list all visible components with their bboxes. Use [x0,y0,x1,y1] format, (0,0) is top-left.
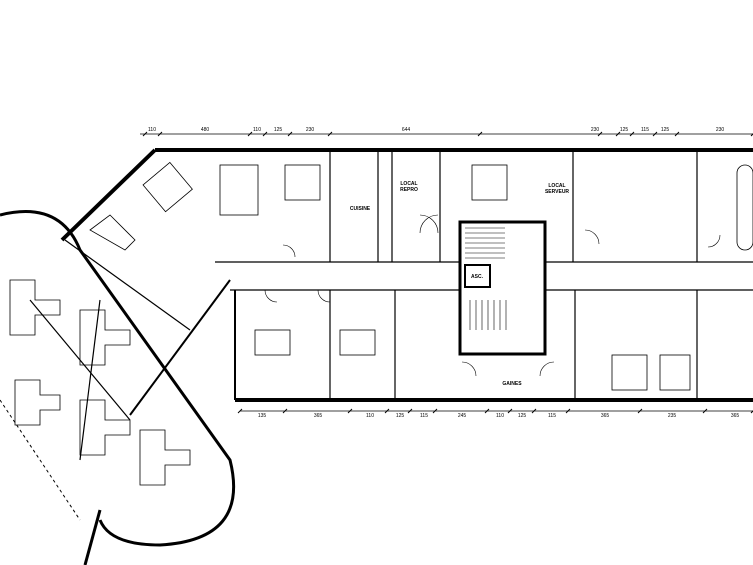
dimension-tick [287,131,293,137]
elevator-shaft [464,264,491,288]
dim-top-6: 230 [591,127,600,133]
dimension-tick [531,408,537,414]
dimension-tick [262,131,268,137]
dimension-tick [432,408,438,414]
dimension-tick [565,408,571,414]
dimension-tick [327,131,333,137]
dimension-tick [237,408,243,414]
dim-bottom-11: 365 [731,413,740,419]
dim-bottom-1: 365 [314,413,323,419]
dim-bottom-0: 135 [258,413,267,419]
room-label-elevator: ASC. [471,274,484,280]
interior-walls [29,150,753,461]
top-dimension-chain: 110 480 110 125 230 644 230 125 115 125 … [140,127,753,137]
dim-top-1: 480 [201,127,210,133]
dimension-tick [484,408,490,414]
dim-bottom-9: 365 [601,413,610,419]
dim-bottom-3: 125 [396,413,405,419]
dimension-tick [282,408,288,414]
dimension-tick [615,131,621,137]
dimension-tick [142,131,148,137]
dimension-tick [750,410,753,414]
room-label-local-serveur-line1: LOCAL [548,183,565,189]
room-label-local-repro-line1: LOCAL [400,181,417,187]
dim-top-0: 110 [148,127,156,133]
dim-bottom-4: 115 [420,413,428,419]
dimension-tick [477,131,483,137]
dimension-tick [629,131,635,137]
dim-top-4: 230 [306,127,315,133]
exterior-walls [0,148,753,565]
dimension-tick [347,408,353,414]
dimension-tick [637,408,643,414]
dimension-tick [507,408,513,414]
dim-bottom-6: 110 [496,413,504,419]
dimension-tick [157,131,163,137]
dim-top-5: 644 [402,127,411,133]
stair-core: ASC. GAINES [458,220,547,387]
dimension-tick [750,133,753,137]
dimension-tick [407,408,413,414]
dimension-tick [652,131,658,137]
bottom-dimension-chain: 135 365 110 125 115 245 110 125 115 365 … [237,408,753,419]
room-label-cuisine: CUISINE [350,206,371,212]
dim-bottom-8: 115 [548,413,556,419]
room-label-shafts: GAINES [502,381,522,387]
dimension-tick [247,131,253,137]
dimension-tick [384,408,390,414]
room-label-local-serveur-line2: SERVEUR [545,189,569,195]
dim-bottom-5: 245 [458,413,467,419]
dim-bottom-2: 110 [366,413,374,419]
dim-bottom-10: 235 [668,413,677,419]
dim-top-2: 110 [253,127,261,133]
room-label-local-repro-line2: REPRO [400,187,418,193]
dim-top-10: 230 [716,127,725,133]
dim-top-9: 125 [661,127,670,133]
dimension-tick [702,408,708,414]
dim-bottom-7: 125 [518,413,527,419]
dimension-tick [674,131,680,137]
dim-top-8: 115 [641,127,649,133]
furniture [9,161,753,486]
dimension-tick [597,131,603,137]
dim-top-7: 125 [620,127,629,133]
dim-top-3: 125 [274,127,283,133]
door-swings [264,214,721,377]
